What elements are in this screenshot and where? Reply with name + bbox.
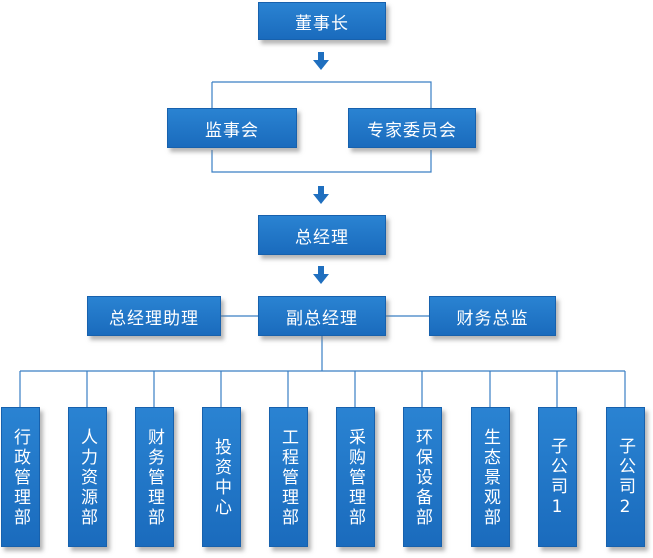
board-bracket-line: [211, 81, 432, 173]
node-supervisory-board: 监事会: [167, 108, 297, 148]
node-expert-committee: 专家委员会: [348, 108, 476, 148]
node-chairman: 董事长: [258, 2, 386, 40]
node-general-manager: 总经理: [258, 215, 386, 255]
node-department: 子公司1: [538, 407, 577, 547]
node-department: 环保设备部: [403, 407, 442, 547]
node-finance-director: 财务总监: [429, 296, 556, 336]
arrow-board-to-gm: [313, 186, 329, 204]
node-deputy-gm: 副总经理: [258, 296, 386, 336]
node-department: 行政管理部: [1, 407, 40, 547]
arrow-chairman-to-board: [313, 52, 329, 70]
node-department: 工程管理部: [269, 407, 308, 547]
node-department: 人力资源部: [68, 407, 107, 547]
arrow-gm-to-deputy: [313, 266, 329, 284]
node-department: 财务管理部: [135, 407, 174, 547]
node-department: 生态景观部: [471, 407, 510, 547]
node-department: 采购管理部: [336, 407, 375, 547]
node-department: 投资中心: [202, 407, 241, 547]
node-gm-assistant: 总经理助理: [87, 296, 221, 336]
node-department: 子公司2: [606, 407, 645, 547]
